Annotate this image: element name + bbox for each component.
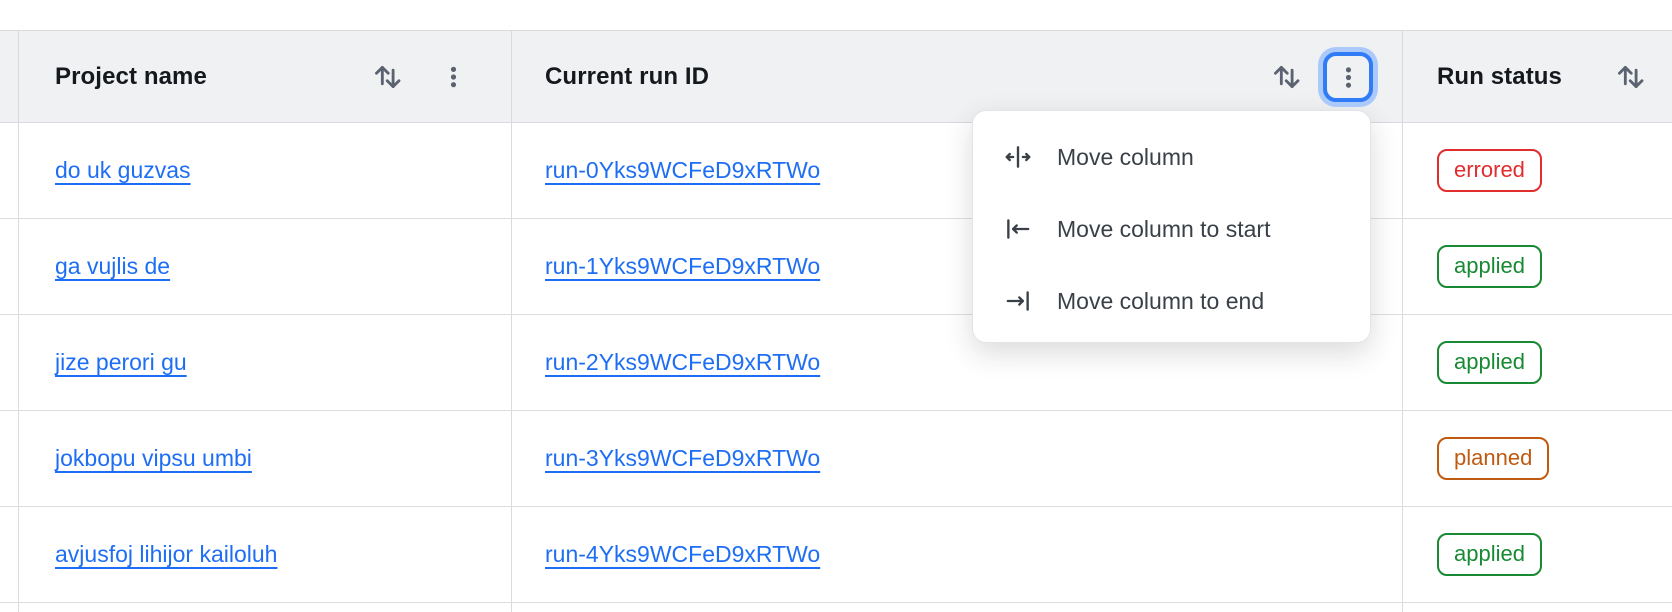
move-column-to-start-icon bbox=[1003, 214, 1033, 244]
current-run-id-kebab-button[interactable] bbox=[1323, 52, 1373, 102]
run-status-badge: applied bbox=[1437, 340, 1542, 385]
menu-item-move-column-to-end[interactable]: Move column to end bbox=[973, 265, 1370, 337]
projects-table: Project name Current run ID Run status bbox=[0, 30, 1672, 612]
menu-item-label: Move column to end bbox=[1057, 287, 1265, 314]
column-label-run-status: Run status bbox=[1437, 62, 1563, 90]
table-row: avjusfoj lihijor kailoluh run-4Yks9WCFeD… bbox=[0, 507, 1672, 603]
run-id-link[interactable]: run-2Yks9WCFeD9xRTWo bbox=[545, 349, 821, 375]
run-status-badge: applied bbox=[1437, 532, 1542, 577]
run-status-badge: planned bbox=[1437, 436, 1550, 481]
sort-icon[interactable] bbox=[371, 60, 405, 94]
sort-icon[interactable] bbox=[1270, 60, 1304, 94]
column-label-current-run-id: Current run ID bbox=[545, 62, 710, 90]
menu-item-label: Move column bbox=[1057, 143, 1194, 170]
column-label-project-name: Project name bbox=[55, 62, 207, 90]
table-body: do uk guzvas run-0Yks9WCFeD9xRTWo errore… bbox=[0, 123, 1672, 612]
table-header-row: Project name Current run ID Run status bbox=[0, 30, 1672, 123]
run-id-link[interactable]: run-0Yks9WCFeD9xRTWo bbox=[545, 157, 821, 183]
table-row: ga vujlis de run-1Yks9WCFeD9xRTWo applie… bbox=[0, 219, 1672, 315]
project-link[interactable]: avjusfoj lihijor kailoluh bbox=[55, 541, 278, 567]
project-link[interactable]: jokbopu vipsu umbi bbox=[55, 445, 252, 471]
menu-item-move-column[interactable]: Move column bbox=[973, 121, 1370, 193]
header-cell-current-run-id: Current run ID bbox=[512, 31, 1403, 122]
project-link[interactable]: ga vujlis de bbox=[55, 253, 171, 279]
run-id-link[interactable]: run-3Yks9WCFeD9xRTWo bbox=[545, 445, 821, 471]
sort-icon[interactable] bbox=[1614, 60, 1648, 94]
move-column-to-end-icon bbox=[1003, 286, 1033, 316]
menu-item-move-column-to-start[interactable]: Move column to start bbox=[973, 193, 1370, 265]
column-options-menu: Move column Move column to start Move co… bbox=[972, 110, 1371, 343]
menu-item-label: Move column to start bbox=[1057, 215, 1271, 242]
run-status-badge: errored bbox=[1437, 148, 1542, 193]
header-cell-sliver bbox=[0, 31, 19, 122]
project-link[interactable]: do uk guzvas bbox=[55, 157, 191, 183]
table-row: jize perori gu run-2Yks9WCFeD9xRTWo appl… bbox=[0, 315, 1672, 411]
run-status-badge: applied bbox=[1437, 244, 1542, 289]
move-column-icon bbox=[1003, 142, 1033, 172]
header-cell-project-name: Project name bbox=[19, 31, 512, 122]
table-row: jokbopu vipsu umbi run-3Yks9WCFeD9xRTWo … bbox=[0, 411, 1672, 507]
run-id-link[interactable]: run-1Yks9WCFeD9xRTWo bbox=[545, 253, 821, 279]
run-id-link[interactable]: run-4Yks9WCFeD9xRTWo bbox=[545, 541, 821, 567]
table-row: do uk guzvas run-0Yks9WCFeD9xRTWo errore… bbox=[0, 123, 1672, 219]
project-link[interactable]: jize perori gu bbox=[55, 349, 187, 375]
header-cell-run-status: Run status bbox=[1403, 31, 1672, 122]
kebab-icon[interactable] bbox=[440, 63, 467, 90]
table-row-partial bbox=[0, 603, 1672, 612]
